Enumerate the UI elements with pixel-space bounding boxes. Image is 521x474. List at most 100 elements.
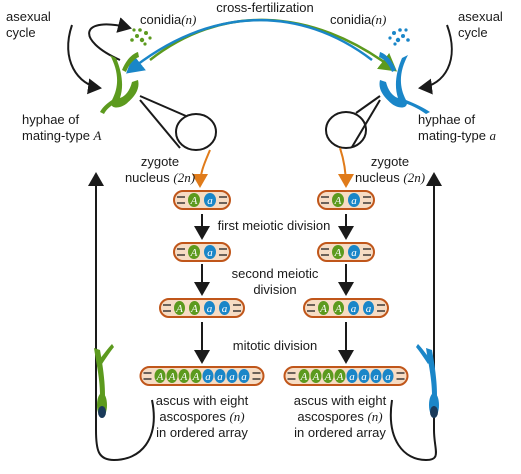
nucleus-allele-label: A bbox=[334, 195, 342, 207]
nucleus-allele-label: A bbox=[190, 303, 198, 315]
cross-fertilization-label: cross-fertilization bbox=[216, 0, 314, 15]
spindle-fiber bbox=[233, 304, 241, 312]
nucleus-A bbox=[188, 245, 200, 259]
conidia-label-left: conidia(n) bbox=[140, 12, 197, 27]
nucleus-allele-label: a bbox=[351, 195, 357, 207]
nucleus-A bbox=[189, 301, 200, 315]
nucleus-allele-label: a bbox=[207, 195, 213, 207]
return-arrow-left bbox=[88, 172, 155, 462]
nucleus-A bbox=[332, 193, 344, 207]
spindle-fiber bbox=[363, 196, 371, 204]
nucleus-a bbox=[358, 369, 370, 383]
nucleus-a bbox=[204, 193, 216, 207]
spindle-fiber bbox=[163, 304, 171, 312]
nucleus-allele-label: a bbox=[241, 371, 247, 383]
spindle-fiber bbox=[287, 372, 296, 380]
spindle-fiber bbox=[177, 196, 185, 204]
nucleus-allele-label: A bbox=[190, 247, 198, 259]
conidia-label-right: conidia(n) bbox=[330, 12, 387, 27]
spore-tip-green bbox=[98, 406, 106, 418]
nucleus-a bbox=[214, 369, 226, 383]
first-meiotic-label: first meiotic division bbox=[217, 218, 331, 233]
nucleus-allele-label: A bbox=[192, 371, 200, 383]
nucleus-allele-label: a bbox=[373, 371, 379, 383]
spindle-fiber bbox=[252, 372, 261, 380]
nucleus-A bbox=[298, 369, 310, 383]
germinating-spore-blue bbox=[416, 344, 439, 417]
nucleus-A bbox=[332, 245, 344, 259]
nucleus-A bbox=[333, 301, 344, 315]
nucleus-a bbox=[202, 369, 214, 383]
zygote-arrow-left bbox=[192, 149, 211, 188]
nucleus-allele-label: a bbox=[217, 371, 223, 383]
nucleus-a bbox=[346, 369, 358, 383]
spindle-fiber bbox=[396, 372, 405, 380]
nucleus-a bbox=[370, 369, 382, 383]
zygote-arrow-right bbox=[337, 147, 354, 188]
nucleus-allele-label: A bbox=[175, 303, 183, 315]
nucleus-a bbox=[348, 245, 360, 259]
nucleus-allele-label: A bbox=[168, 371, 176, 383]
nucleus-a bbox=[363, 301, 374, 315]
nucleus-A bbox=[188, 193, 200, 207]
perithecium-left bbox=[139, 95, 217, 151]
nucleus-allele-label: a bbox=[205, 371, 211, 383]
nucleus-a bbox=[348, 193, 360, 207]
asexual-cycle-arrow-left bbox=[88, 17, 132, 61]
ascus-body bbox=[173, 190, 231, 210]
nucleus-allele-label: A bbox=[319, 303, 327, 315]
nucleus-A bbox=[174, 301, 185, 315]
nucleus-allele-label: a bbox=[385, 371, 391, 383]
spindle-fiber bbox=[219, 248, 227, 256]
nucleus-allele-label: a bbox=[207, 247, 213, 259]
ascus-body bbox=[317, 190, 375, 210]
nucleus-A bbox=[318, 301, 329, 315]
nucleus-allele-label: A bbox=[190, 195, 198, 207]
nucleus-allele-label: A bbox=[336, 371, 344, 383]
nucleus-allele-label: A bbox=[156, 371, 164, 383]
nucleus-A bbox=[154, 369, 166, 383]
nucleus-allele-label: A bbox=[324, 371, 332, 383]
nucleus-a bbox=[348, 301, 359, 315]
nucleus-allele-label: a bbox=[351, 303, 357, 315]
nucleus-allele-label: A bbox=[334, 303, 342, 315]
nucleus-a bbox=[204, 245, 216, 259]
ascus-body bbox=[303, 298, 389, 318]
nucleus-a bbox=[238, 369, 250, 383]
spindle-fiber bbox=[363, 248, 371, 256]
nucleus-A bbox=[178, 369, 190, 383]
nucleus-A bbox=[310, 369, 322, 383]
nucleus-A bbox=[166, 369, 178, 383]
hypha-green-top bbox=[100, 28, 152, 114]
nucleus-allele-label: a bbox=[229, 371, 235, 383]
spindle-fiber bbox=[307, 304, 315, 312]
nucleus-allele-label: A bbox=[334, 247, 342, 259]
spindle-fiber bbox=[321, 196, 329, 204]
nucleus-a bbox=[219, 301, 230, 315]
perithecium-right bbox=[325, 95, 381, 149]
ascus-body bbox=[317, 242, 375, 262]
spore-tip-blue bbox=[430, 406, 438, 418]
ascus-body bbox=[173, 242, 231, 262]
nucleus-allele-label: a bbox=[366, 303, 372, 315]
nucleus-A bbox=[334, 369, 346, 383]
nucleus-allele-label: A bbox=[312, 371, 320, 383]
nucleus-a bbox=[226, 369, 238, 383]
asexual-cycle-arrow-right bbox=[418, 24, 453, 95]
return-arrow-right bbox=[389, 172, 442, 462]
